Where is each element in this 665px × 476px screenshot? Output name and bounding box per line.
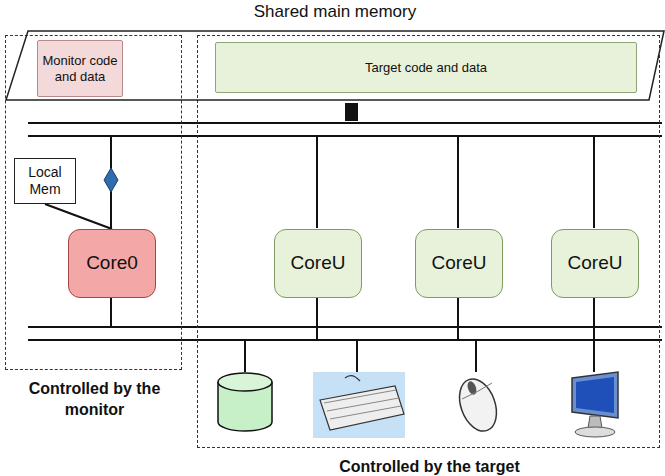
bus-line	[28, 326, 662, 328]
component-box: CoreU	[415, 229, 503, 298]
core-wire	[110, 297, 112, 327]
core-wire	[457, 297, 459, 340]
mouse-icon	[453, 374, 503, 436]
core-wire	[316, 297, 318, 340]
keyboard-icon	[313, 372, 405, 438]
box-label: Monitor code and data	[41, 53, 119, 84]
component-box: Target code and data	[215, 42, 637, 93]
core-wire	[457, 136, 459, 228]
memory-port-diamond	[104, 168, 118, 192]
shared-memory-band: Shared main memoryMonitor code and dataT…	[5, 30, 665, 101]
bus-line	[28, 339, 662, 341]
monitor-icon	[572, 372, 618, 437]
component-box: CoreU	[551, 229, 639, 298]
memory-heading: Shared main memory	[5, 2, 665, 22]
box-label: CoreU	[291, 252, 346, 275]
device-wire	[475, 340, 477, 372]
box-label: CoreU	[432, 252, 487, 275]
device-wire	[356, 340, 358, 372]
component-box: Core0	[68, 229, 156, 298]
disk-icon	[218, 373, 272, 431]
device-wire	[244, 340, 246, 372]
component-box: CoreU	[274, 229, 362, 298]
region-label: Controlled by the monitor	[25, 379, 165, 421]
bus-line	[28, 135, 662, 137]
box-label: Core0	[86, 252, 138, 275]
core-wire	[593, 297, 595, 340]
device-wire	[593, 340, 595, 372]
component-box: Local Mem	[14, 158, 76, 204]
memory-link	[45, 204, 112, 229]
core-wire	[593, 136, 595, 228]
box-label: CoreU	[568, 252, 623, 275]
box-label: Target code and data	[365, 60, 487, 76]
component-box: Monitor code and data	[37, 40, 123, 97]
bus-line	[28, 122, 662, 124]
core-wire	[316, 136, 318, 228]
control-region: Controlled by the targetCoreUCoreUCoreU	[197, 35, 660, 448]
memory-port	[345, 103, 358, 121]
box-label: Local Mem	[18, 164, 72, 198]
region-label: Controlled by the target	[198, 457, 661, 476]
